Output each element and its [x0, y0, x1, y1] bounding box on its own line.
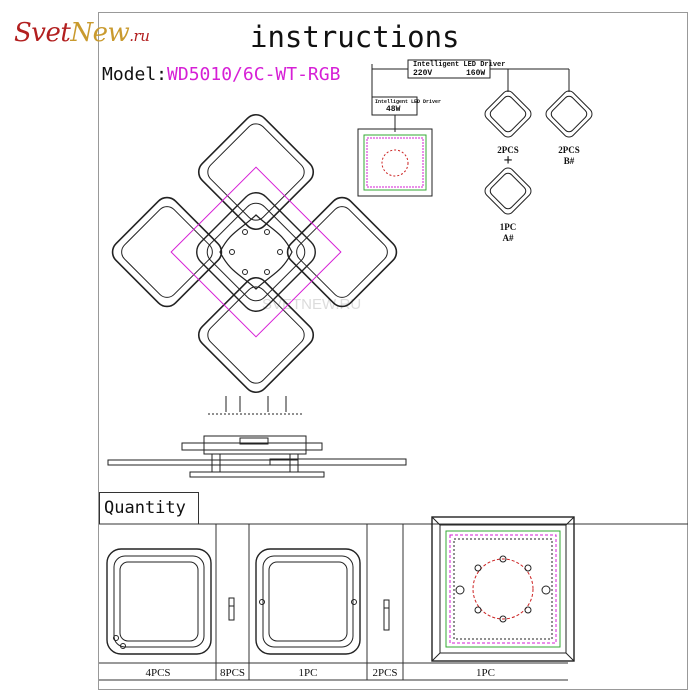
small-driver	[371, 96, 418, 132]
main-driver-voltage: 220V	[413, 69, 433, 78]
part-b-left-qty: 2PCS	[497, 145, 519, 155]
qty-part-screw	[228, 597, 235, 621]
main-driver-power: 160W	[466, 69, 486, 78]
qty-part-base-plate	[431, 516, 575, 662]
qty-cell-4-label: 2PCS	[372, 667, 398, 679]
model-prefix: Model:	[102, 64, 168, 85]
part-b-left-icon	[484, 90, 532, 138]
drawing-frame	[98, 12, 688, 690]
logo-tld: .ru	[129, 27, 150, 45]
part-b-right-qty: 2PCS	[558, 145, 580, 155]
watermark: SVETNEW.RU	[262, 296, 362, 313]
part-a-icon	[484, 167, 532, 215]
plus-symbol: +	[503, 152, 513, 169]
qty-part-bolt	[383, 599, 390, 631]
qty-part-square-ring	[106, 548, 212, 655]
wiring-module-box	[357, 128, 433, 197]
qty-cell-3-label: 1PC	[298, 667, 318, 679]
small-driver-title: Intelligent LED Driver	[375, 99, 442, 105]
main-driver-title: Intelligent LED Driver	[413, 61, 506, 69]
page-title: instructions	[250, 20, 460, 54]
site-logo[interactable]: SvetNew.ru	[14, 18, 150, 48]
logo-part1: Svet	[14, 18, 71, 48]
part-b-right-icon	[545, 90, 593, 138]
model-value: WD5010/6C-WT-RGB	[167, 64, 341, 85]
part-a-code: A#	[502, 233, 514, 243]
small-driver-power: 48W	[386, 105, 401, 114]
qty-cell-1-label: 4PCS	[145, 667, 171, 679]
part-b-right-code: B#	[563, 156, 575, 166]
qty-part-square-frame	[255, 548, 361, 655]
fixture-top-view	[111, 113, 398, 394]
main-driver	[371, 59, 570, 98]
logo-part2: New	[70, 18, 130, 48]
fixture-side-view	[107, 396, 407, 478]
qty-cell-5-label: 1PC	[476, 667, 495, 679]
qty-cell-2-label: 8PCS	[219, 667, 246, 679]
quantity-table	[99, 523, 688, 681]
model-line: Model:WD5010/6C-WT-RGB	[102, 64, 340, 85]
part-a-qty: 1PC	[499, 222, 517, 232]
quantity-heading: Quantity	[99, 492, 199, 524]
